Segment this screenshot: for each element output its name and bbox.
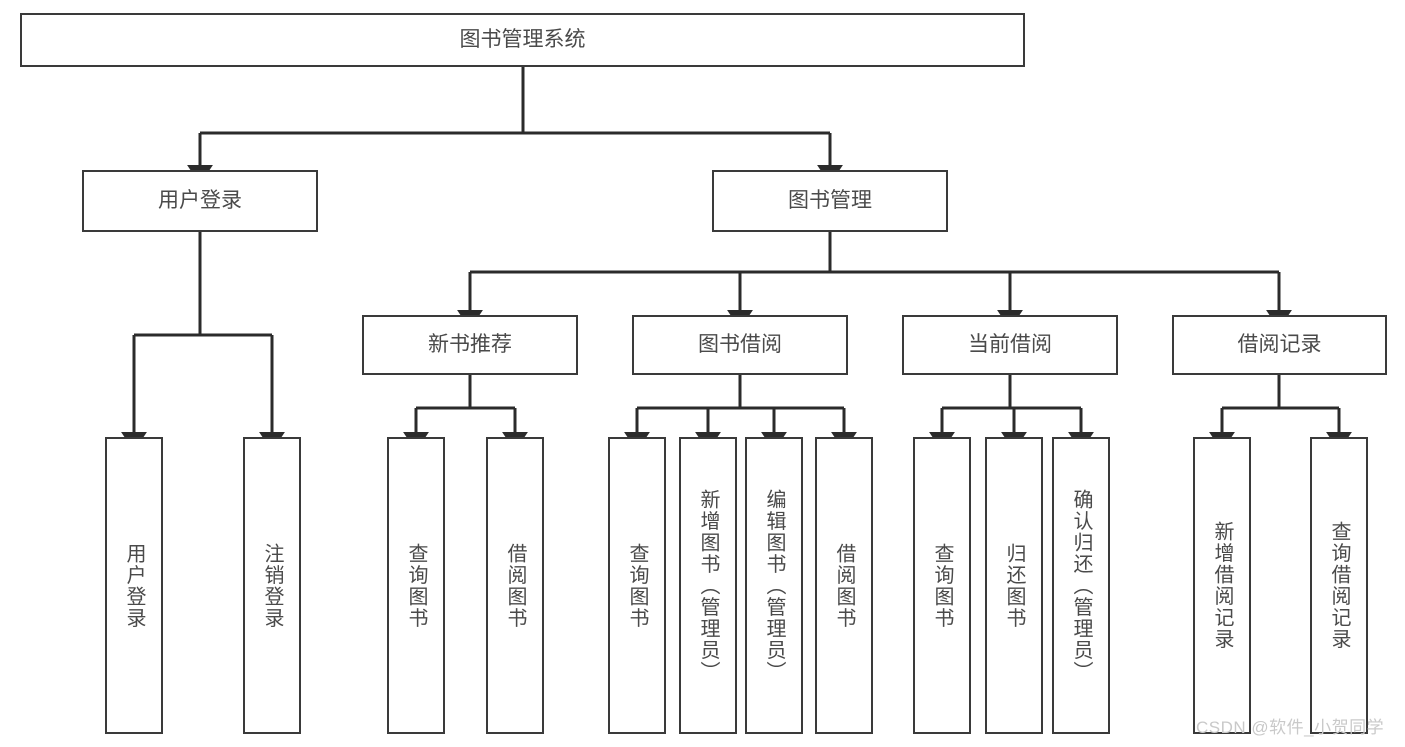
node-label: 确认归还（管理员）: [1070, 488, 1092, 683]
node-leaf-add-book-admin[interactable]: 新增图书（管理员）: [679, 437, 737, 734]
node-leaf-confirm-return-admin[interactable]: 确认归还（管理员）: [1052, 437, 1110, 734]
node-current-borrow[interactable]: 当前借阅: [902, 315, 1118, 375]
node-label: 新书推荐: [428, 332, 512, 356]
node-leaf-borrow-book-2[interactable]: 借阅图书: [815, 437, 873, 734]
node-label: 查询图书: [626, 542, 648, 629]
node-label: 新增借阅记录: [1211, 521, 1233, 650]
node-label: 图书借阅: [698, 332, 782, 356]
node-label: 查询借阅记录: [1328, 521, 1350, 650]
node-label: 用户登录: [123, 542, 145, 629]
node-label: 注销登录: [261, 542, 283, 629]
node-label: 新增图书（管理员）: [697, 488, 719, 683]
node-book-borrow[interactable]: 图书借阅: [632, 315, 848, 375]
node-leaf-user-login[interactable]: 用户登录: [105, 437, 163, 734]
node-label: 图书管理: [788, 188, 872, 212]
node-label: 查询图书: [405, 542, 427, 629]
node-label: 借阅记录: [1237, 332, 1322, 356]
node-label: 图书管理系统: [459, 27, 586, 51]
watermark-text: CSDN @软件_小贺同学: [1196, 718, 1385, 737]
node-label: 归还图书: [1003, 542, 1025, 629]
node-label: 当前借阅: [968, 332, 1052, 356]
node-leaf-query-book-2[interactable]: 查询图书: [608, 437, 666, 734]
node-user-login[interactable]: 用户登录: [82, 170, 318, 232]
node-leaf-edit-book-admin[interactable]: 编辑图书（管理员）: [745, 437, 803, 734]
node-label: 用户登录: [158, 188, 242, 212]
node-leaf-borrow-book-1[interactable]: 借阅图书: [486, 437, 544, 734]
node-leaf-logout-login[interactable]: 注销登录: [243, 437, 301, 734]
node-leaf-return-book[interactable]: 归还图书: [985, 437, 1043, 734]
node-borrow-record[interactable]: 借阅记录: [1172, 315, 1387, 375]
node-label: 编辑图书（管理员）: [763, 488, 785, 683]
node-leaf-query-book-1[interactable]: 查询图书: [387, 437, 445, 734]
node-label: 查询图书: [931, 542, 953, 629]
node-root-system[interactable]: 图书管理系统: [20, 13, 1025, 67]
node-label: 借阅图书: [504, 542, 526, 629]
node-label: 借阅图书: [833, 542, 855, 629]
node-leaf-query-book-3[interactable]: 查询图书: [913, 437, 971, 734]
node-leaf-query-borrow-record[interactable]: 查询借阅记录: [1310, 437, 1368, 734]
node-book-manage[interactable]: 图书管理: [712, 170, 948, 232]
node-leaf-add-borrow-record[interactable]: 新增借阅记录: [1193, 437, 1251, 734]
node-new-book-recommend[interactable]: 新书推荐: [362, 315, 578, 375]
